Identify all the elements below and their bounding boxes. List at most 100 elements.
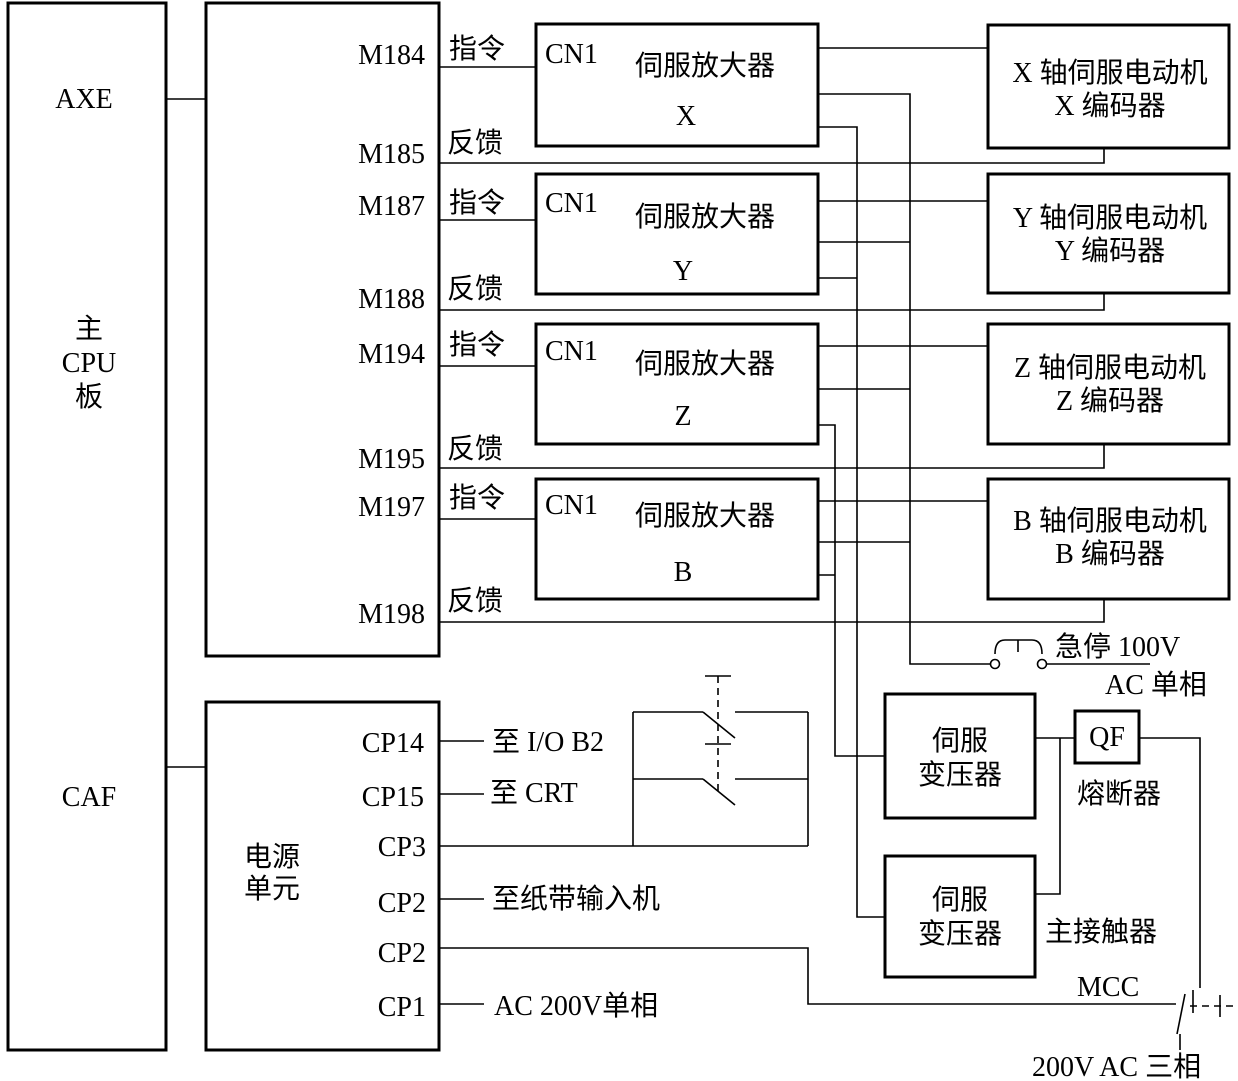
port-m198: M198 [358,599,425,630]
motor-x-title: X 轴伺服电动机 [1012,57,1207,89]
supply-label: 200V AC 三相 [1032,1051,1201,1081]
command-label-x: 指令 [449,33,505,65]
feedback-line-y [439,293,1105,311]
port-cp1: CP1 [378,992,426,1023]
cp14-destination: 至 I/O B2 [492,727,604,758]
port-cp14: CP14 [362,728,424,759]
servo-motor-z: Z 轴伺服电动机 Z 编码器 [986,322,1231,446]
cp1-destination: AC 200V单相 [494,990,658,1022]
feedback-lines [439,148,1105,623]
motor-z-encoder: Z 编码器 [1056,385,1164,417]
command-lines [439,66,536,520]
port-m188: M188 [358,284,425,315]
transformer-2-line-1: 伺服 [932,884,988,916]
caf-label: CAF [62,782,116,813]
feedback-label-b: 反馈 [447,585,503,617]
fuse-outline [1073,709,1141,765]
port-cp2-a: CP2 [378,888,426,919]
cp3-switch-network [439,675,809,847]
fuse-to-contactor [1139,737,1201,988]
estop-contact-left [989,658,1001,670]
motor-b-outline [986,477,1231,601]
servo-transformer-2: 伺服 变压器 [883,854,1037,979]
motor-power-lines [818,47,988,502]
motor-b-title: B 轴伺服电动机 [1013,505,1207,537]
motor-z-title: Z 轴伺服电动机 [1014,352,1206,384]
contactor-blade [1176,993,1186,1035]
port-m197: M197 [358,492,425,523]
command-label-y: 指令 [449,187,505,219]
port-cp3: CP3 [378,832,426,863]
feedback-line-x [439,148,1105,164]
feedback-line-b [439,600,1105,623]
servo-amplifier-z: CN1 伺服放大器 Z [534,322,820,446]
feedback-line-z [439,444,1105,469]
power-unit-outputs [439,740,1176,1005]
port-cp15: CP15 [362,782,424,813]
amplifier-y-connector: CN1 [545,188,598,219]
amplifier-b-outline [534,477,820,601]
power-unit-title-line-2: 单元 [244,873,300,905]
cp15-destination: 至 CRT [490,778,578,809]
estop-label: 急停 100V [1055,631,1180,663]
supply-line-xy [818,126,885,918]
power-unit-title-line-1: 电源 [244,841,300,873]
amplifier-x-axis: X [676,101,696,132]
command-label-b: 指令 [449,482,505,514]
transformer-1-line-1: 伺服 [932,725,988,757]
feedback-label-y: 反馈 [447,273,503,305]
motor-y-title: Y 轴伺服电动机 [1013,202,1207,234]
servo-amplifier-x: CN1 伺服放大器 X [534,22,820,148]
servo-amplifier-b: CN1 伺服放大器 B [534,477,820,601]
amplifier-y-outline [534,172,820,296]
port-m185: M185 [358,139,425,170]
port-cp2-b: CP2 [378,938,426,969]
amplifier-supply-lines [818,126,885,918]
transformer-2-outline [883,854,1037,979]
switch-2-blade [702,778,736,806]
cpu-title-line-3: 板 [75,381,103,413]
amplifier-z-outline [534,322,820,446]
servo-motor-x: X 轴伺服电动机 X 编码器 [986,23,1231,150]
motor-z-outline [986,322,1231,446]
motor-y-encoder: Y 编码器 [1055,235,1165,267]
estop-contact-right [1036,658,1048,670]
transformer-1-line-2: 变压器 [918,759,1002,791]
fuse-label: QF [1089,722,1125,753]
amplifier-y-axis: Y [673,256,693,287]
motor-y-outline [986,172,1231,295]
estop-loop-line [818,93,993,665]
axe-label: AXE [55,84,113,115]
cpu-title-line-2: CPU [62,348,116,379]
axis-control-board: M184 M185 M187 M188 M194 M195 M197 M198 [204,1,441,658]
power-unit: 电源 单元 CP14 CP15 CP3 CP2 CP2 CP1 [204,700,441,1052]
contactor-label: 主接触器 [1045,916,1157,948]
amplifier-b-connector: CN1 [545,490,598,521]
servo-motor-y: Y 轴伺服电动机 Y 编码器 [986,172,1231,295]
command-label-z: 指令 [449,329,505,361]
fuse-caption: 熔断器 [1077,778,1161,810]
amplifier-b-axis: B [674,557,693,588]
feedback-label-z: 反馈 [447,433,503,465]
amplifier-z-title: 伺服放大器 [635,348,775,380]
amplifier-z-axis: Z [674,401,691,432]
axis-board-outline [204,1,441,658]
motor-x-encoder: X 编码器 [1054,90,1165,122]
port-m184: M184 [358,40,425,71]
amplifier-x-title: 伺服放大器 [635,50,775,82]
fuse-wiring [1035,737,1201,988]
amplifier-x-connector: CN1 [545,39,598,70]
amplifier-z-connector: CN1 [545,336,598,367]
transformer-2-line-2: 变压器 [918,918,1002,950]
amplifier-b-title: 伺服放大器 [635,500,775,532]
motor-b-encoder: B 编码器 [1055,538,1165,570]
estop-phase-label: AC 单相 [1105,669,1207,701]
estop-button-icon [994,639,1043,655]
transformer-1-outline [883,692,1037,820]
motor-x-outline [986,23,1231,150]
power-unit-outline [204,700,441,1052]
amplifier-y-title: 伺服放大器 [635,201,775,233]
cp2a-destination: 至纸带输入机 [492,883,660,915]
fuse-qf: QF [1073,709,1141,765]
